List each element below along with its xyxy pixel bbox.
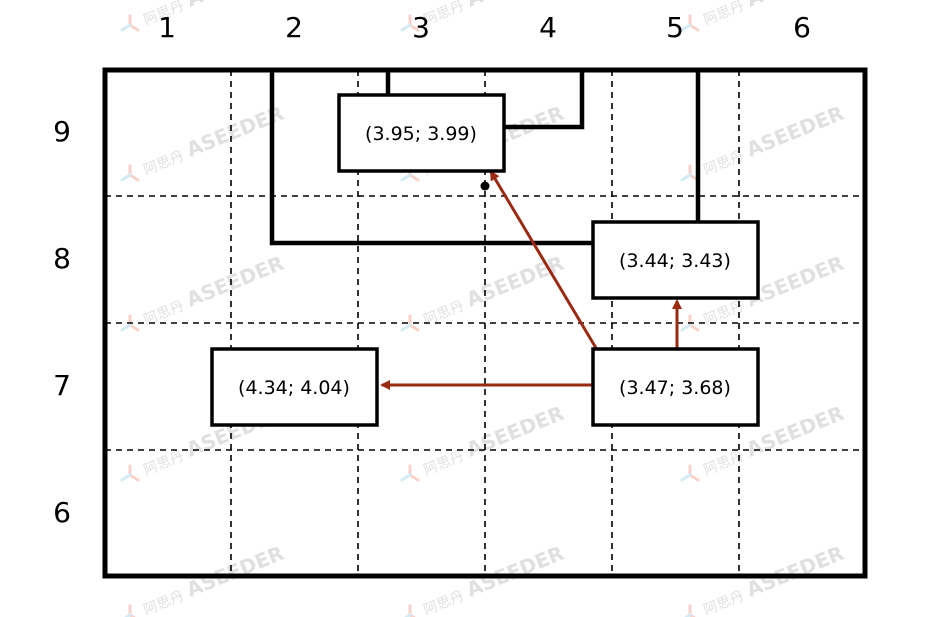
watermark-brand-text: ASEEDER: [183, 251, 287, 312]
watermark-chinese-text: 阿思丹: [422, 298, 467, 329]
watermark-brand-text: ASEEDER: [743, 541, 847, 602]
arrow-to-top-box: [489, 170, 598, 349]
box-right-upper-rect: [591, 220, 760, 300]
column-label-6: 6: [793, 11, 811, 44]
grid-lines: [105, 70, 865, 576]
wall-right-hook: [504, 70, 585, 130]
watermark-logo-icon: [680, 14, 700, 32]
watermark-logo-icon: [400, 464, 420, 482]
row-label-8: 8: [53, 242, 71, 275]
walls: [269, 70, 701, 246]
watermark-brand-text: ASEEDER: [463, 401, 567, 462]
column-label-5: 5: [666, 11, 684, 44]
box-right-lower-rect: [591, 347, 760, 427]
box-right-upper-label: (3.44; 3.43): [619, 250, 731, 272]
column-label-2: 2: [285, 11, 303, 44]
watermark-chinese-text: 阿思丹: [142, 298, 187, 329]
box-right-lower-label: (3.47; 3.68): [619, 377, 731, 399]
watermark-logo-icon: [120, 14, 140, 32]
column-label-1: 1: [158, 11, 176, 44]
box-right-lower: (3.47; 3.68): [591, 347, 760, 427]
watermark-logo-icon: [400, 14, 420, 32]
watermark-logo-icon: [120, 464, 140, 482]
wall-left-bracket: [269, 70, 593, 246]
watermark-chinese-text: 阿思丹: [142, 448, 187, 479]
box-top: (3.95; 3.99): [337, 93, 506, 173]
box-top-rect: [337, 93, 506, 173]
arrows: [380, 170, 682, 390]
watermark-logo-icon: [123, 604, 137, 617]
point-marker: [480, 181, 490, 191]
row-label-9: 9: [53, 115, 71, 148]
watermark-chinese-text: 阿思丹: [142, 148, 187, 179]
watermark-logo-icon: [120, 164, 140, 182]
watermark-chinese-text: 阿思丹: [422, 588, 467, 617]
box-right-upper: (3.44; 3.43): [591, 220, 760, 300]
box-left-rect: [210, 347, 379, 427]
column-labels: 1 2 3 4 5 6: [158, 11, 811, 44]
watermark-chinese-text: 阿思丹: [702, 448, 747, 479]
watermark-brand-text: ASEEDER: [463, 541, 567, 602]
outer-frame: [102, 67, 868, 579]
watermark-logo-icon: [683, 604, 697, 617]
watermark-brand-text: ASEEDER: [463, 251, 567, 312]
watermark-brand-text: ASEEDER: [743, 0, 847, 12]
watermark-logo-icon: [403, 604, 417, 617]
watermark-chinese-text: 阿思丹: [142, 588, 187, 617]
row-labels: 9 8 7 6: [53, 115, 71, 529]
watermark-brand-text: ASEEDER: [183, 0, 287, 12]
row-label-7: 7: [53, 369, 71, 402]
column-label-4: 4: [539, 11, 557, 44]
watermark-chinese-text: 阿思丹: [702, 588, 747, 617]
watermark-logo-icon: [400, 314, 420, 332]
box-left: (4.34; 4.04): [210, 347, 379, 427]
row-label-6: 6: [53, 496, 71, 529]
column-label-3: 3: [412, 11, 430, 44]
watermark-brand-text: ASEEDER: [183, 541, 287, 602]
watermark-chinese-text: 阿思丹: [702, 0, 747, 29]
box-top-label: (3.95; 3.99): [365, 123, 477, 145]
watermark-chinese-text: 阿思丹: [422, 448, 467, 479]
box-left-label: (4.34; 4.04): [238, 377, 350, 399]
watermark-logo-icon: [680, 464, 700, 482]
watermark-brand-text: ASEEDER: [463, 0, 567, 12]
watermark-logo-icon: [680, 164, 700, 182]
watermark-brand-text: ASEEDER: [743, 101, 847, 162]
